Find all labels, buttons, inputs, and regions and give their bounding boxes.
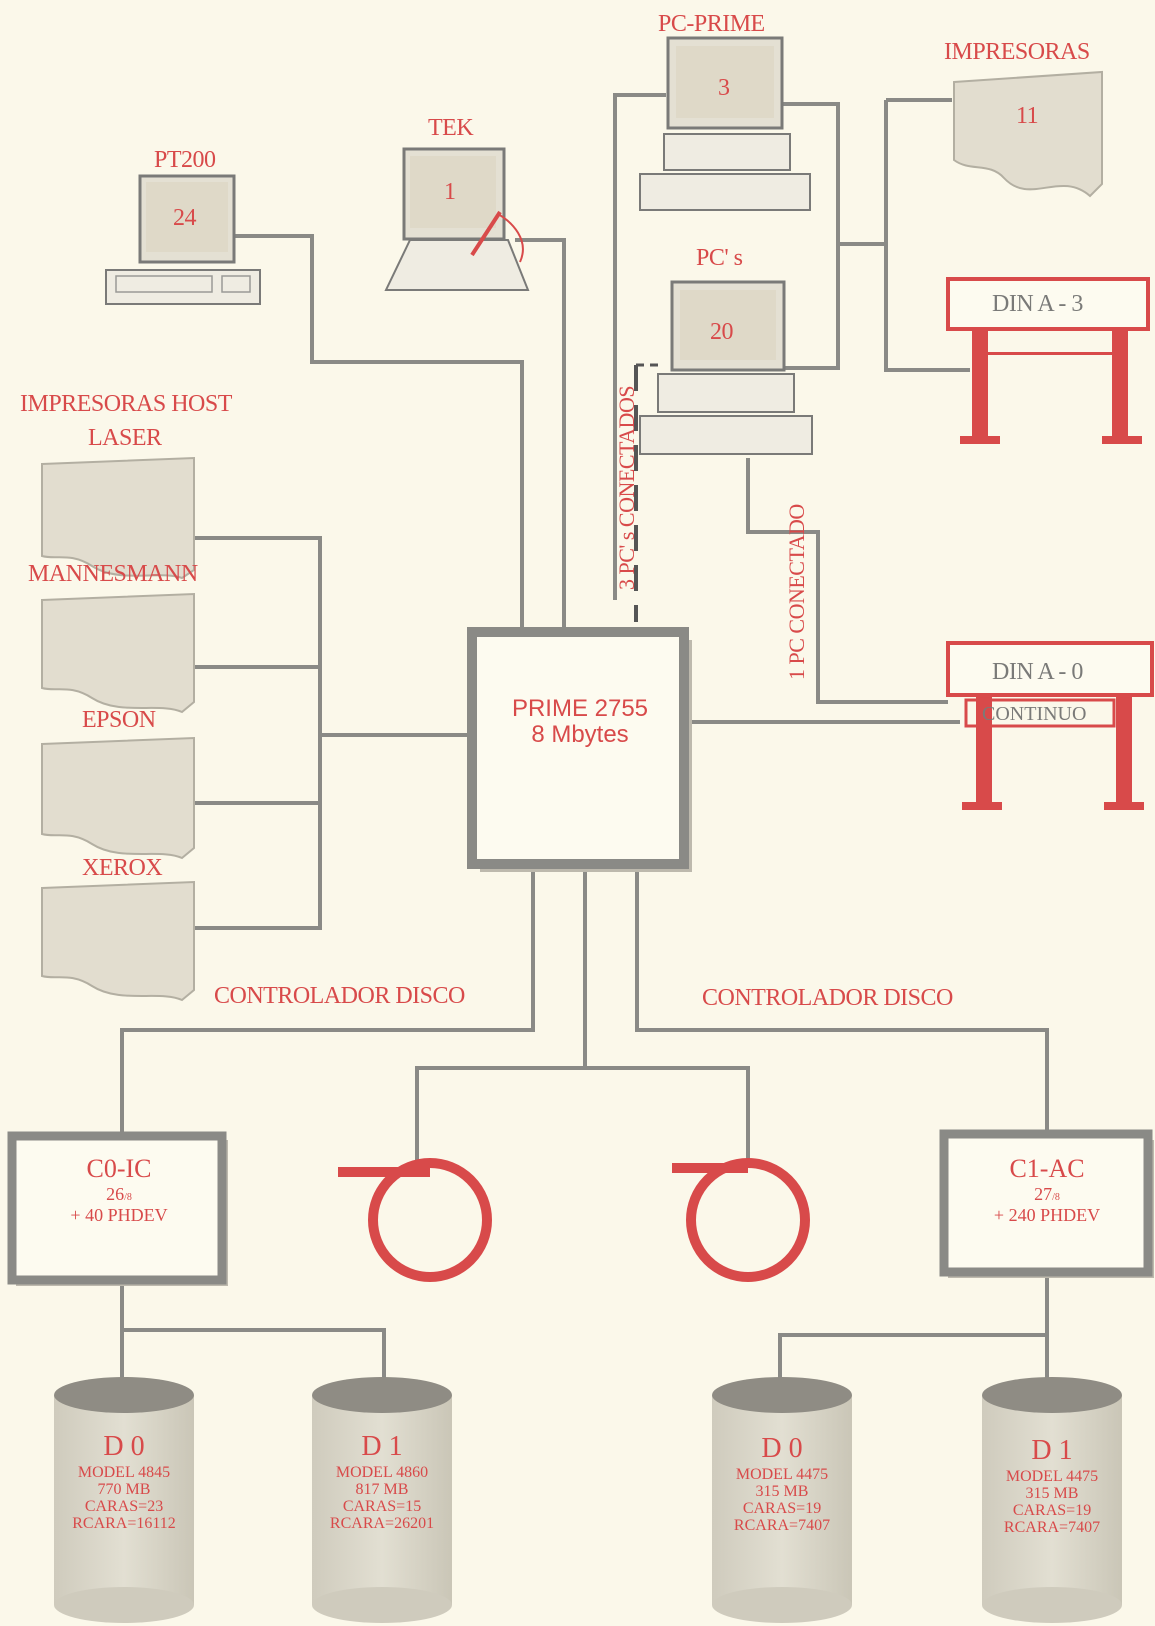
pt200-label: PT200 [154, 148, 216, 172]
cpu-label: PRIME 2755 8 Mbytes [480, 696, 680, 749]
disk-size: 770 MB [54, 1482, 194, 1499]
three-pcs-link-label: 3 PC' s CONECTADOS [616, 386, 638, 590]
controller-c1-name: C1-AC [1009, 1154, 1084, 1183]
cpu-box [472, 632, 692, 872]
controller-c1-number: 27 [1034, 1184, 1052, 1204]
xerox-label: XEROX [82, 856, 162, 880]
disk-name: D 0 [712, 1434, 852, 1463]
disk-model: MODEL 4860 [312, 1465, 452, 1482]
controller-c0-name: C0-IC [87, 1154, 152, 1183]
plotter-a3-label: DIN A - 3 [992, 292, 1083, 316]
tek-workstation-icon [386, 149, 528, 290]
disk-caras: CARAS=19 [982, 1503, 1122, 1520]
disk-rcara: RCARA=7407 [712, 1518, 852, 1535]
tek-label: TEK [428, 116, 473, 140]
right-disk-controller-label: CONTROLADOR DISCO [702, 986, 953, 1010]
printer-icon [954, 72, 1102, 196]
terminal-icon [106, 176, 260, 304]
controller-c0-number: 26 [106, 1184, 124, 1204]
impresoras-count: 11 [1016, 104, 1038, 128]
plotter-a0-label: DIN A - 0 [992, 660, 1083, 684]
disk-size: 315 MB [712, 1484, 852, 1501]
disk-rcara: RCARA=7407 [982, 1520, 1122, 1537]
disk-label: D 0 MODEL 4475 315 MB CARAS=19 RCARA=740… [712, 1434, 852, 1535]
controller-c0-extra: + 40 PHDEV [70, 1205, 167, 1225]
one-pc-link-label: 1 PC CONECTADO [786, 504, 808, 680]
pc-prime-count: 3 [718, 76, 730, 100]
controller-c0-number-sub: /8 [124, 1192, 132, 1203]
disk-name: D 0 [54, 1432, 194, 1461]
cpu-memory: 8 Mbytes [531, 721, 628, 748]
tek-count: 1 [444, 180, 456, 204]
disk-label: D 1 MODEL 4860 817 MB CARAS=15 RCARA=262… [312, 1432, 452, 1533]
disk-name: D 1 [982, 1436, 1122, 1465]
left-disk-controller-label: CONTROLADOR DISCO [214, 984, 465, 1008]
cpu-model: PRIME 2755 [512, 695, 648, 722]
tape-drive-icon [338, 1163, 487, 1277]
pc-prime-label: PC-PRIME [658, 12, 765, 36]
controller-c0-text: C0-IC 26/8 + 40 PHDEV [22, 1154, 216, 1227]
disk-label: D 1 MODEL 4475 315 MB CARAS=19 RCARA=740… [982, 1436, 1122, 1537]
disk-model: MODEL 4475 [982, 1469, 1122, 1486]
disk-caras: CARAS=15 [312, 1499, 452, 1516]
printer-icon [42, 882, 194, 1000]
epson-label: EPSON [82, 708, 156, 732]
pt200-count: 24 [173, 206, 196, 230]
disk-model: MODEL 4845 [54, 1465, 194, 1482]
printer-icon [42, 738, 194, 858]
printer-icon [42, 594, 194, 712]
disk-size: 817 MB [312, 1482, 452, 1499]
mannesmann-label: MANNESMANN [28, 562, 198, 586]
printer-icon [42, 458, 194, 578]
disk-name: D 1 [312, 1432, 452, 1461]
disk-rcara: RCARA=16112 [54, 1516, 194, 1533]
host-printers-laser: LASER [88, 426, 162, 450]
disk-rcara: RCARA=26201 [312, 1516, 452, 1533]
host-printers-title: IMPRESORAS HOST [20, 392, 232, 416]
controller-c1-number-sub: /8 [1052, 1192, 1060, 1203]
disk-caras: CARAS=23 [54, 1499, 194, 1516]
tape-drive-icon [672, 1163, 805, 1277]
disk-label: D 0 MODEL 4845 770 MB CARAS=23 RCARA=161… [54, 1432, 194, 1533]
controller-c1-extra: + 240 PHDEV [994, 1205, 1100, 1225]
disk-size: 315 MB [982, 1486, 1122, 1503]
impresoras-label: IMPRESORAS [944, 40, 1090, 64]
disk-model: MODEL 4475 [712, 1467, 852, 1484]
controller-c1-text: C1-AC 27/8 + 240 PHDEV [950, 1154, 1144, 1227]
plotter-a0-sublabel: CONTINUO [982, 704, 1086, 724]
pcs-label: PC' s [696, 246, 743, 270]
disk-caras: CARAS=19 [712, 1501, 852, 1518]
pc-prime-computer-icon [640, 38, 810, 210]
pcs-count: 20 [710, 320, 733, 344]
